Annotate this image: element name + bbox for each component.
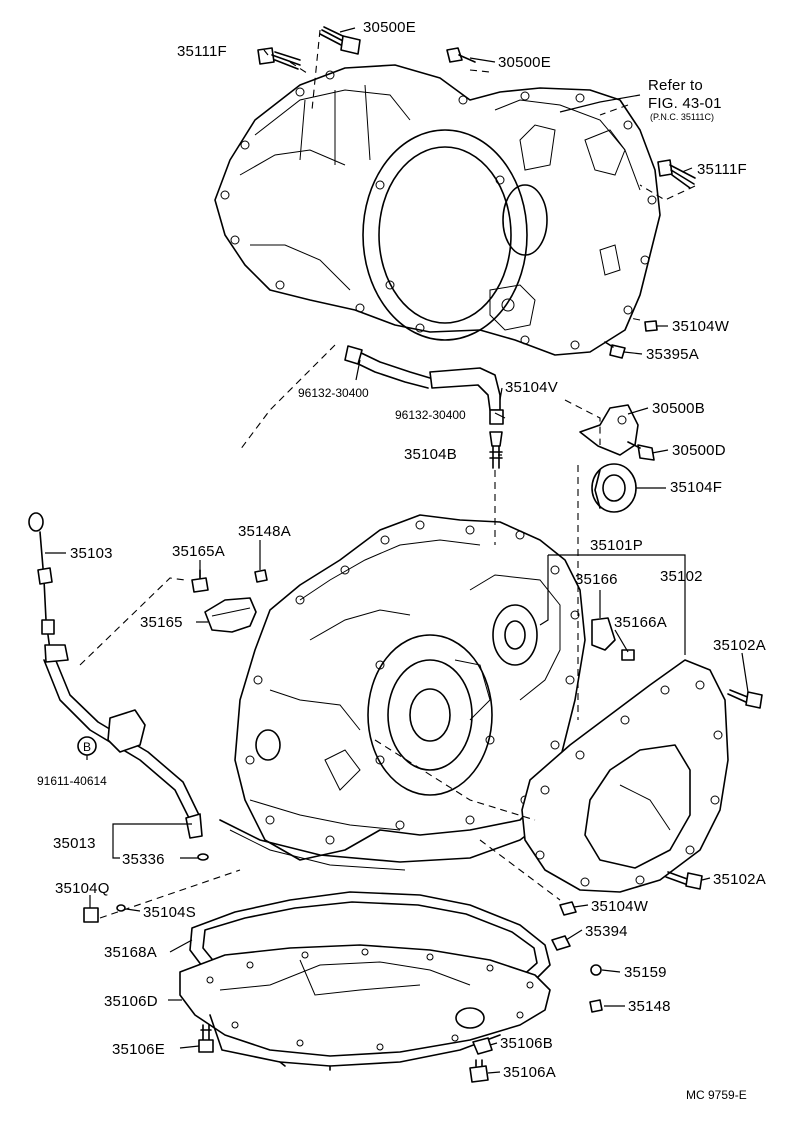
label-35159: 35159 <box>624 964 667 981</box>
label-91611: 91611-40614 <box>37 774 107 788</box>
label-35103: 35103 <box>70 545 113 562</box>
bolt-35166A <box>621 649 635 661</box>
side-cover-35102 <box>521 659 729 893</box>
label-35104S: 35104S <box>143 904 196 921</box>
label-35166: 35166 <box>575 571 618 588</box>
label-refer-line3: (P.N.C. 35111C) <box>650 112 714 122</box>
label-bolt-marker: B <box>83 740 91 754</box>
bracket-30500B <box>579 404 655 461</box>
plug-35104W-top <box>644 320 658 332</box>
alignment-lines <box>79 29 696 919</box>
label-30500B: 30500B <box>652 400 705 417</box>
label-refer-line1: Refer to <box>648 77 703 94</box>
label-35106D: 35106D <box>104 993 158 1010</box>
label-35111F-right: 35111F <box>697 161 747 178</box>
label-30500E-b: 30500E <box>498 54 551 71</box>
washer-35159 <box>590 964 602 976</box>
label-35102A-bottom: 35102A <box>713 871 766 888</box>
label-35104W-bottom: 35104W <box>591 898 649 915</box>
label-35165A: 35165A <box>172 543 225 560</box>
label-35148A: 35148A <box>238 523 291 540</box>
label-35148: 35148 <box>628 998 671 1015</box>
bolt-35102A-bottom <box>665 871 703 890</box>
bolt-35102A-top <box>727 689 763 709</box>
label-96132-a: 96132-30400 <box>298 386 369 400</box>
label-35102: 35102 <box>660 568 703 585</box>
leader-lines <box>45 27 749 1074</box>
oil-pan-35106D <box>179 944 551 1071</box>
label-35104B: 35104B <box>404 446 457 463</box>
label-35394: 35394 <box>585 923 628 940</box>
nut-35148A <box>254 569 268 583</box>
label-35111F-top: 35111F <box>177 43 227 60</box>
label-35395A: 35395A <box>646 346 699 363</box>
bolt-35111F-top <box>257 47 301 70</box>
plate-35165 <box>204 597 257 633</box>
label-96132-b: 96132-30400 <box>395 408 466 422</box>
oil-seal-35104F <box>591 463 637 513</box>
drain-plug-35106A <box>469 1059 489 1083</box>
dipstick-35103 <box>28 512 55 651</box>
label-35101P: 35101P <box>590 537 643 554</box>
label-35104F: 35104F <box>670 479 722 496</box>
bolt-35104Q <box>83 907 99 923</box>
plate-35166 <box>591 617 616 651</box>
label-35106A: 35106A <box>503 1064 556 1081</box>
label-35106E: 35106E <box>112 1041 165 1058</box>
label-35104Q: 35104Q <box>55 880 110 897</box>
case-pan-flange <box>219 819 541 871</box>
plug-35395A <box>604 341 626 359</box>
breather-plug-35104B <box>489 431 503 469</box>
label-35165: 35165 <box>140 614 183 631</box>
label-35013: 35013 <box>53 835 96 852</box>
breather-hose-35104V <box>344 345 504 425</box>
figure-code: MC 9759-E <box>686 1088 747 1102</box>
o-ring-35336 <box>197 853 209 861</box>
washer-35148 <box>589 999 603 1013</box>
label-35104W-top: 35104W <box>672 318 730 335</box>
gasket-35104S <box>116 904 126 912</box>
bolt-30500E-b <box>446 47 476 63</box>
label-35104V: 35104V <box>505 379 558 396</box>
label-refer-line2: FIG. 43-01 <box>648 95 722 112</box>
dipstick-tube-35013 <box>43 644 203 839</box>
label-30500D: 30500D <box>672 442 726 459</box>
transaxle-housing <box>214 64 661 356</box>
bolt-35106E <box>198 1024 214 1053</box>
bolt-35111F-right <box>657 159 696 189</box>
transmission-case <box>234 514 586 861</box>
label-35166A: 35166A <box>614 614 667 631</box>
part-labels: 35111F 30500E 30500E Refer to FIG. 43-01… <box>37 19 766 1102</box>
label-35168A: 35168A <box>104 944 157 961</box>
magnet-35394 <box>551 935 571 951</box>
label-35336: 35336 <box>122 851 165 868</box>
label-35102A-top: 35102A <box>713 637 766 654</box>
bolt-30500E-a <box>319 26 361 55</box>
plug-35104W-bottom <box>559 901 577 916</box>
label-30500E-a: 30500E <box>363 19 416 36</box>
label-35106B: 35106B <box>500 1035 553 1052</box>
washer-35106B <box>472 1037 493 1055</box>
